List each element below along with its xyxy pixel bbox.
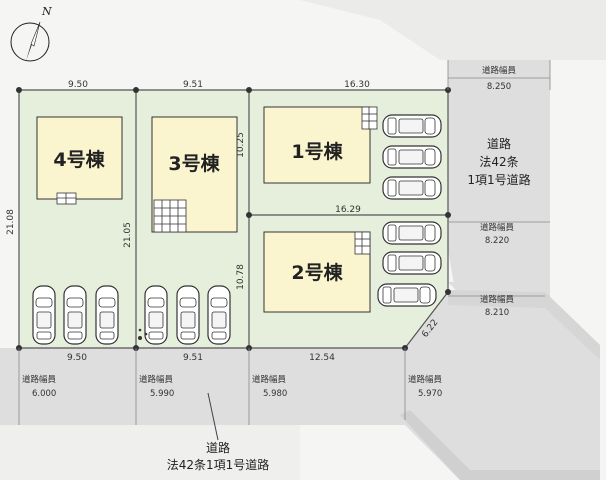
stair-grid [361, 106, 378, 130]
car-icon [382, 221, 442, 245]
road-width-east-top: 道路幅員 8.250 [447, 60, 551, 92]
dim-bottom-lot2: 12.54 [309, 353, 335, 363]
dim-mid-lot1-lot2: 16.29 [335, 205, 361, 215]
building-2-label: 2号棟 [291, 261, 343, 284]
building-1-label: 1号棟 [291, 140, 343, 163]
car-icon [382, 145, 442, 169]
building-1 [263, 106, 371, 184]
svg-text:道路幅員: 道路幅員 [480, 222, 515, 233]
stair-grid [153, 199, 187, 233]
south-road-name-line2: 法42条1項1号道路 [167, 457, 270, 472]
svg-text:8.220: 8.220 [485, 236, 509, 246]
svg-text:8.210: 8.210 [485, 308, 509, 318]
road-width-east-low: 道路幅員 8.210 [448, 294, 545, 318]
south-road [0, 292, 600, 480]
car-icon [382, 251, 442, 275]
building-3-label: 3号棟 [168, 152, 220, 175]
svg-text:8.250: 8.250 [487, 82, 511, 92]
car-icon [95, 285, 119, 345]
road-leader-line [207, 392, 219, 441]
svg-text:5.970: 5.970 [418, 389, 442, 399]
building-4-label: 4号棟 [53, 148, 105, 171]
svg-text:5.980: 5.980 [263, 389, 287, 399]
north-label: N [41, 5, 52, 18]
road-width-east-mid: 道路幅員 8.220 [448, 221, 550, 246]
svg-text:道路幅員: 道路幅員 [252, 374, 287, 385]
dim-lot3-right-lower: 10.78 [236, 264, 246, 290]
building-4 [36, 116, 123, 200]
car-icon [382, 176, 442, 200]
car-icon [63, 285, 87, 345]
south-road-name-line1: 道路 [206, 440, 230, 455]
car-icon [32, 285, 56, 345]
car-icon [382, 114, 442, 138]
entrance-grid [56, 192, 77, 205]
east-road-name-line2: 法42条 [479, 155, 518, 169]
stair-grid [354, 231, 371, 255]
dim-bottom-lot4: 9.50 [67, 353, 87, 363]
svg-text:6.000: 6.000 [32, 389, 56, 399]
car-icon [144, 285, 168, 345]
road-width-south-2: 道路幅員 5.990 [135, 348, 174, 425]
road-width-south-1: 道路幅員 6.000 [18, 348, 57, 425]
parking-cars-horizontal [377, 114, 442, 307]
car-icon [176, 285, 200, 345]
east-road-name-line1: 道路 [487, 136, 511, 151]
dim-bottom-lot3: 9.51 [183, 353, 203, 363]
svg-text:道路幅員: 道路幅員 [482, 65, 517, 76]
road-edge [448, 290, 600, 360]
svg-text:道路幅員: 道路幅員 [408, 374, 443, 385]
building-2 [263, 231, 371, 313]
dim-mid-side: 21.05 [123, 222, 133, 248]
svg-text:道路幅員: 道路幅員 [139, 374, 174, 385]
car-icon [207, 285, 231, 345]
dim-top-lot1: 16.30 [344, 80, 370, 90]
background-shape [300, 0, 606, 60]
meter-marker [138, 328, 148, 340]
svg-text:道路幅員: 道路幅員 [480, 294, 515, 305]
dim-top-lot4: 9.50 [68, 80, 88, 90]
parking-cars-vertical [32, 285, 231, 345]
car-icon [377, 283, 437, 307]
road-width-south-3: 道路幅員 5.980 [248, 348, 287, 425]
road-edge [400, 410, 600, 480]
dim-left-side: 21.08 [6, 209, 16, 235]
dim-lot3-right-upper: 10.25 [236, 132, 246, 158]
svg-text:道路幅員: 道路幅員 [22, 374, 57, 385]
east-road-name-line3: 1項1号道路 [467, 172, 530, 187]
svg-text:5.990: 5.990 [150, 389, 174, 399]
dim-top-lot3: 9.51 [183, 80, 203, 90]
road-width-south-4: 道路幅員 5.970 [404, 348, 443, 420]
north-compass: N [10, 5, 52, 62]
